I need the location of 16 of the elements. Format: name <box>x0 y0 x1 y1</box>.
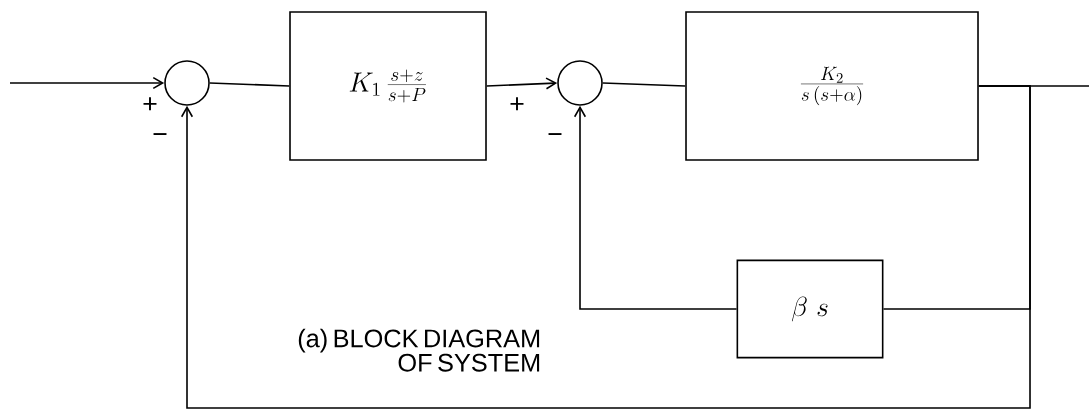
signal-line <box>209 82 290 87</box>
sign-label: + <box>510 97 524 111</box>
signal-line <box>602 82 686 87</box>
summing-junction <box>164 60 210 106</box>
caption: (a) BLOCK DIAGRAM OF SYSTEM <box>298 328 540 372</box>
signal-line <box>486 77 558 90</box>
sign-label: − <box>548 133 562 135</box>
transfer-function-box: $K_1\,\frac{s+z}{s+P}$ <box>289 11 487 161</box>
summing-junction <box>557 60 603 106</box>
transfer-function-box: $\frac{K_2}{s\,(s+\alpha)}$ <box>685 11 979 161</box>
transfer-function-box: $\beta\ s$ <box>736 259 884 359</box>
sign-label: + <box>143 97 157 111</box>
sign-label: − <box>153 133 167 135</box>
signal-line <box>9 76 165 90</box>
signal-line <box>180 85 1031 409</box>
signal-line <box>573 105 738 310</box>
